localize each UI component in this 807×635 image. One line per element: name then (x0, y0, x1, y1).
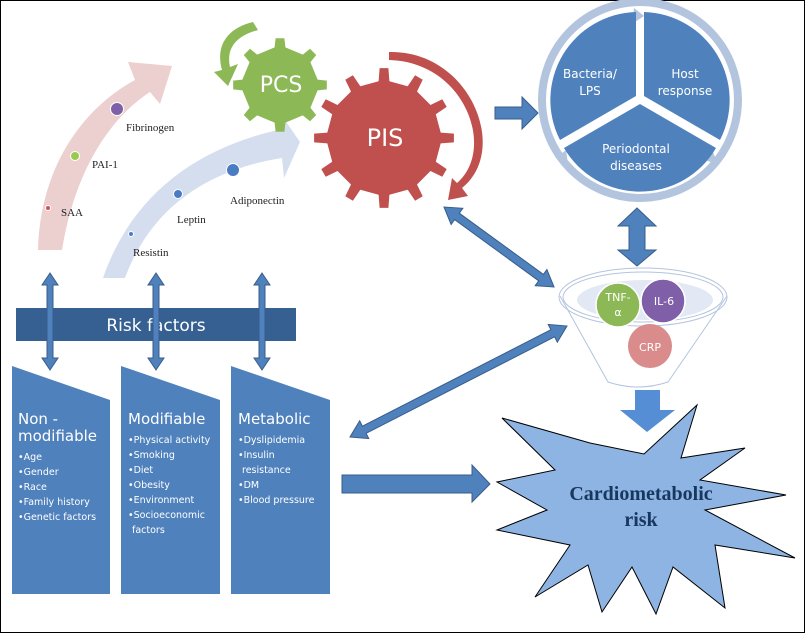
leptin-label: Leptin (177, 214, 206, 226)
crp-circle (628, 324, 672, 368)
risk-factor-item: •Diet (128, 465, 153, 476)
risk-band-arrow-2 (147, 272, 165, 371)
category-box-metabolic (231, 366, 330, 594)
risk-factor-item: •Environment (128, 495, 195, 506)
il6-label: IL-6 (654, 295, 674, 308)
bacteria-label-line2: LPS (579, 84, 601, 98)
double-arrow-shape (41, 272, 59, 371)
il6-circle (640, 278, 686, 324)
risk-factor-item: •Blood pressure (238, 495, 315, 506)
outcome-label-line1: Cardiometabolic (569, 483, 712, 505)
gear-body (314, 68, 454, 208)
periodontal-cycle (538, 0, 742, 202)
cycle-segment-periodontal (564, 104, 716, 192)
adipokines-arrow (103, 107, 300, 278)
double-arrow-shape (349, 323, 568, 440)
risk-factor-item: •Genetic factors (18, 512, 96, 523)
pis-rotation-arrow (389, 51, 483, 201)
cycle-segment-bacteria (550, 12, 636, 140)
category-box-modifiable (121, 366, 220, 594)
risk-factor-item: resistance (242, 465, 291, 476)
tnf-label-line2: α (614, 306, 621, 319)
fibrinogen-label: Fibrinogen (126, 122, 175, 134)
risk-band-arrow-3 (253, 272, 271, 371)
arrow-pis-funnel (443, 206, 555, 288)
host-response-label-line1: Host (671, 67, 699, 81)
arrow-funnel-metabolic (349, 323, 568, 440)
pai1-dot (70, 151, 80, 161)
crp-label: CRP (639, 341, 661, 354)
periodontal-label-line2: diseases (610, 159, 662, 173)
category-box-non-modifiable (12, 366, 110, 594)
cycle-segment-host-response (644, 12, 730, 140)
pcs-label: PCS (260, 73, 303, 98)
periodontal-label-line1: Periodontal (602, 142, 670, 156)
leptin-dot (173, 189, 183, 199)
risk-factor-item: •Smoking (128, 450, 175, 461)
resistin-label: Resistin (133, 247, 169, 259)
adiponectin-dot (226, 163, 240, 177)
fibrinogen-dot (110, 102, 124, 116)
non-modifiable-title-line2: modifiable (18, 427, 97, 445)
pis-label: PIS (367, 124, 404, 152)
double-arrow-shape (443, 206, 555, 288)
risk-factor-item: •Age (18, 452, 42, 463)
adiponectin-label: Adiponectin (230, 195, 285, 207)
risk-factor-item: •Dyslipidemia (238, 435, 305, 446)
host-response-label-line2: response (658, 84, 713, 98)
risk-factor-item: •Physical activity (128, 435, 211, 446)
risk-factor-item: •Race (18, 482, 47, 493)
risk-factor-item: •Insulin (238, 450, 275, 461)
saa-label: SAA (61, 207, 83, 219)
risk-band-arrow-1 (41, 272, 59, 371)
arrow-to-periodontal-cycle (494, 95, 539, 131)
modifiable-title: Modifiable (128, 410, 205, 428)
bacteria-label-line1: Bacteria/ (563, 67, 618, 81)
cardiometabolic-risk-star (495, 403, 796, 616)
pcs-rotation-arrow (214, 22, 258, 86)
metabolic-title: Metabolic (238, 410, 311, 428)
tnf-alpha-circle (595, 282, 641, 328)
gear-body (233, 38, 327, 132)
arrow-funnel-star (620, 390, 675, 432)
risk-factor-item: •Gender (18, 467, 59, 478)
risk-factor-item: •Obesity (128, 480, 170, 491)
risk-factor-item: •Family history (18, 497, 90, 508)
arrow-risk-to-star (341, 463, 491, 504)
risk-factor-item: •DM (238, 480, 259, 491)
pis-gear (314, 68, 454, 208)
biomarker-funnel (558, 267, 728, 388)
outcome-label-line2: risk (624, 509, 658, 531)
pai1-label: PAI-1 (92, 159, 118, 171)
saa-dot (45, 205, 51, 211)
risk-factor-item: •Socioeconomic (128, 510, 205, 521)
resistin-dot (128, 231, 134, 237)
arrow-cycle-funnel (616, 207, 658, 267)
double-arrow-shape (147, 272, 165, 371)
inflammatory-markers-arrow (38, 62, 172, 250)
risk-factor-item: factors (132, 525, 165, 536)
tnf-label-line1: TNF- (604, 291, 630, 304)
non-modifiable-title-line1: Non - (18, 410, 58, 428)
pcs-gear (233, 38, 327, 132)
double-arrow-shape (253, 272, 271, 371)
